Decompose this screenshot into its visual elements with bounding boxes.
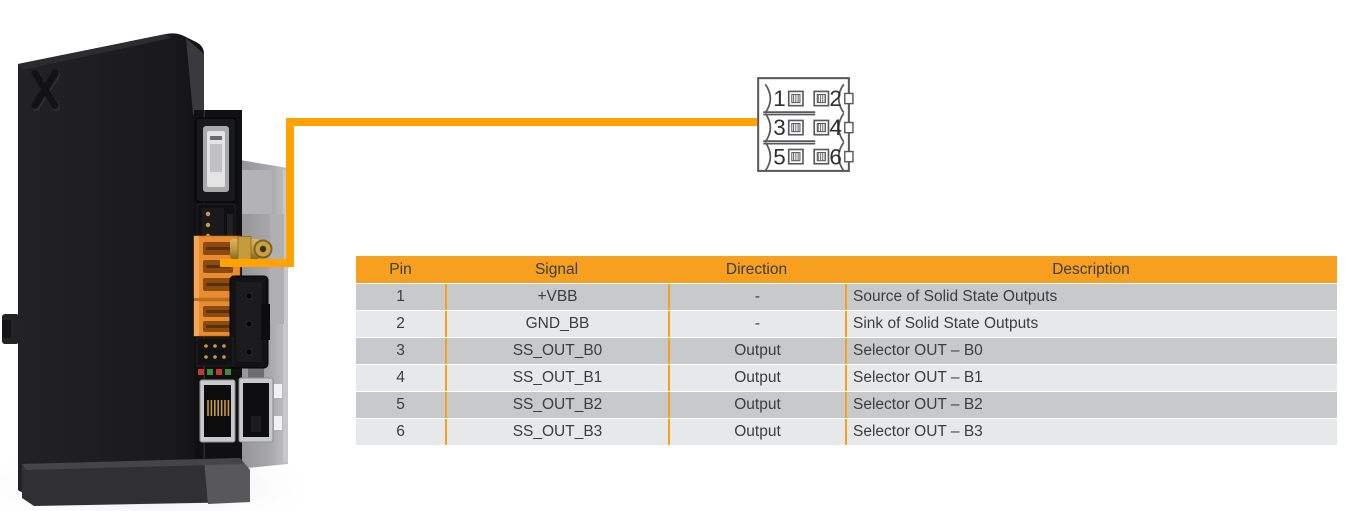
cell-pin: 3: [396, 342, 405, 359]
device-photo: [0, 33, 300, 511]
cell-pin: 6: [396, 423, 405, 440]
cell-direction: -: [668, 284, 845, 310]
header-direction: Direction: [725, 261, 788, 278]
cell-direction: Output: [668, 419, 845, 445]
header-pin: Pin: [389, 261, 412, 278]
cell-signal: SS_OUT_B2: [445, 392, 668, 418]
rj45-port-1: [199, 379, 236, 443]
table-row: 3 SS_OUT_B0 Output Selector OUT – B0: [356, 338, 1337, 364]
cell-direction: -: [668, 311, 845, 337]
cell-direction: Output: [668, 365, 845, 391]
table-header-row: Pin Signal Direction Description: [356, 256, 1337, 283]
din-clip: [2, 314, 19, 344]
device-body: [18, 33, 204, 493]
cell-signal: +VBB: [445, 284, 668, 310]
usb-port: [195, 117, 237, 203]
cell-description: Selector OUT – B3: [845, 419, 1337, 445]
status-leds: [198, 369, 231, 375]
cell-signal: SS_OUT_B1: [445, 365, 668, 391]
brand-x-logo-icon: [31, 70, 60, 111]
cell-description: Selector OUT – B2: [845, 392, 1337, 418]
leader-line-segment-top: [286, 118, 757, 126]
leader-line-segment-bottom: [220, 259, 294, 267]
cell-pin: 4: [396, 369, 405, 386]
cell-description: Selector OUT – B0: [845, 338, 1337, 364]
connector-pad-holes: [791, 93, 826, 162]
connector-side-notches: [844, 92, 854, 163]
cell-pin: 5: [396, 396, 405, 413]
cell-signal: SS_OUT_B0: [445, 338, 668, 364]
connector-pinout-diagram: 1 2 3 4 5 6: [757, 77, 854, 172]
pin-number-6: 6: [829, 144, 841, 169]
device-base: [22, 458, 250, 506]
table-row: 1 +VBB - Source of Solid State Outputs: [356, 284, 1337, 310]
pin-number-4: 4: [829, 115, 841, 140]
cell-signal: GND_BB: [445, 311, 668, 337]
table-row: 4 SS_OUT_B1 Output Selector OUT – B1: [356, 365, 1337, 391]
power-connector: [229, 275, 270, 369]
pin-number-2: 2: [829, 86, 841, 111]
pin-number-1: 1: [773, 86, 785, 111]
cell-pin: 2: [396, 315, 405, 332]
table-row: 6 SS_OUT_B3 Output Selector OUT – B3: [356, 419, 1337, 445]
table-row: 5 SS_OUT_B2 Output Selector OUT – B2: [356, 392, 1337, 418]
rj45-port-2: [238, 377, 282, 443]
cell-direction: Output: [668, 392, 845, 418]
cell-signal: SS_OUT_B3: [445, 419, 668, 445]
header-description: Description: [1052, 261, 1130, 278]
small-pin-header: [196, 337, 234, 367]
cell-description: Selector OUT – B1: [845, 365, 1337, 391]
pin-number-5: 5: [773, 144, 785, 169]
cell-direction: Output: [668, 338, 845, 364]
cell-description: Sink of Solid State Outputs: [845, 311, 1337, 337]
leader-line-segment-vertical: [286, 118, 294, 267]
connector-housing-details: [763, 83, 845, 172]
header-signal: Signal: [534, 261, 579, 278]
sma-antenna-connector-icon: [230, 236, 273, 262]
cell-pin: 1: [396, 288, 405, 305]
pin-number-3: 3: [773, 115, 785, 140]
table-row: 2 GND_BB - Sink of Solid State Outputs: [356, 311, 1337, 337]
cell-description: Source of Solid State Outputs: [845, 284, 1337, 310]
pinout-table: Pin Signal Direction Description 1 +VBB …: [356, 256, 1337, 446]
